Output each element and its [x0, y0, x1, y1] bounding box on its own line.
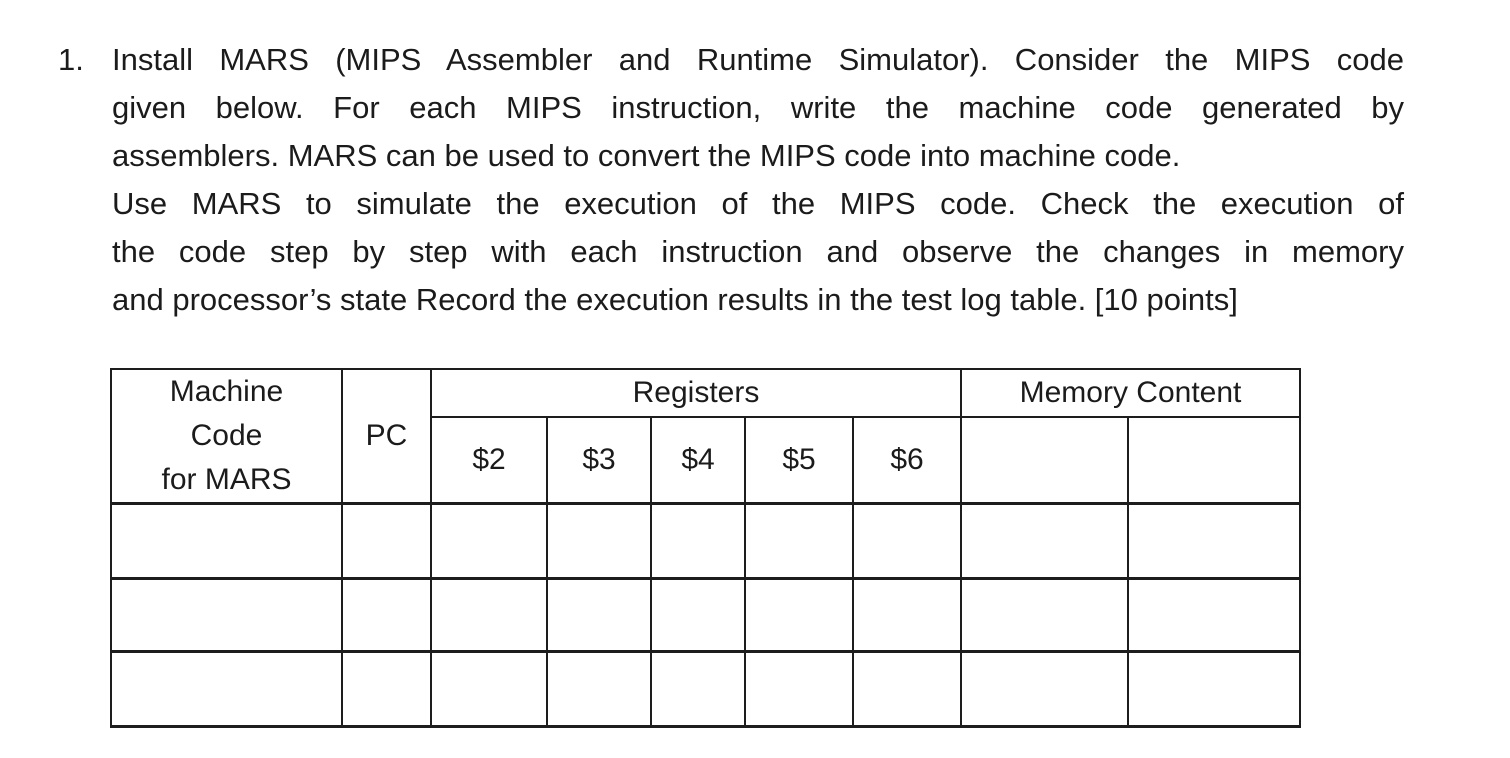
question-line: Use MARS to simulate the execution of th… [112, 186, 1404, 221]
question-line: given below. For each MIPS instruction, … [112, 90, 1404, 125]
table-cell [650, 650, 746, 728]
col-header-pc: PC [341, 368, 432, 505]
table-cell [744, 650, 854, 728]
table-cell [430, 502, 548, 580]
question-line: and processor’s state Record the executi… [112, 282, 1238, 317]
table-cell [430, 650, 548, 728]
table-cell [110, 650, 343, 728]
table-cell [960, 577, 1129, 653]
col-header-reg-5: $5 [744, 415, 854, 505]
memory-subcolumn [1127, 415, 1301, 505]
question-text: Install MARS (MIPS Assembler and Runtime… [112, 36, 1404, 324]
table-row [110, 577, 1301, 653]
table-cell [341, 650, 432, 728]
table-cell [852, 577, 962, 653]
table-cell [744, 502, 854, 580]
table-cell [650, 502, 746, 580]
question-line: the code step by step with each instruct… [112, 234, 1404, 269]
table-cell [546, 650, 652, 728]
col-header-machine-code-line: Code [190, 419, 263, 452]
table-cell [546, 502, 652, 580]
table-cell [341, 577, 432, 653]
table-row [110, 502, 1301, 580]
col-header-machine-code: Machine Code for MARS [110, 368, 343, 505]
col-header-reg-3: $3 [546, 415, 652, 505]
table-cell [1127, 502, 1301, 580]
test-log-table: Machine Code for MARS PC Registers Memor… [110, 368, 1301, 728]
question-block: 1. Install MARS (MIPS Assembler and Runt… [58, 36, 1408, 324]
col-header-reg-4: $4 [650, 415, 746, 505]
memory-subcolumn [960, 415, 1129, 505]
table-cell [852, 502, 962, 580]
col-header-machine-code-line: for MARS [161, 463, 292, 496]
table-cell [960, 650, 1129, 728]
question-line: Install MARS (MIPS Assembler and Runtime… [112, 42, 1404, 77]
col-group-memory-content: Memory Content [960, 368, 1301, 418]
table-cell [110, 502, 343, 580]
table-cell [744, 577, 854, 653]
table-cell [960, 502, 1129, 580]
table-cell [341, 502, 432, 580]
table-cell [546, 577, 652, 653]
col-group-registers: Registers [430, 368, 962, 418]
col-header-reg-6: $6 [852, 415, 962, 505]
table-cell [1127, 577, 1301, 653]
col-header-machine-code-line: Machine [169, 375, 284, 408]
table-row [110, 650, 1301, 728]
question-line: assemblers. MARS can be used to convert … [112, 138, 1181, 173]
table-cell [852, 650, 962, 728]
table-cell [110, 577, 343, 653]
question-number: 1. [58, 42, 84, 77]
table-cell [1127, 650, 1301, 728]
col-header-reg-2: $2 [430, 415, 548, 505]
table-cell [430, 577, 548, 653]
table-cell [650, 577, 746, 653]
